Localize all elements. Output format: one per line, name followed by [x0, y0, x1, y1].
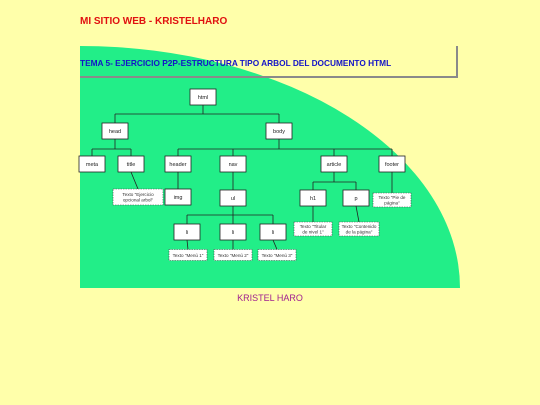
tree-text-box — [372, 192, 412, 208]
tree-text-li3-text: Texto "Menú 3" — [257, 249, 297, 261]
tree-node-li1: li — [173, 223, 201, 241]
text-edge — [130, 171, 139, 190]
tree-text-box — [257, 249, 297, 261]
tree-text-line: Texto "Pie de — [379, 195, 406, 200]
tree-text-box — [338, 221, 380, 237]
tree-node-label: li — [232, 230, 234, 236]
text-edge — [186, 239, 189, 250]
tree-node-box — [378, 155, 406, 173]
tree-node-box — [219, 155, 247, 173]
tree-node-footer: footer — [378, 155, 406, 173]
tree-node-head: head — [101, 122, 129, 140]
tree-node-box — [299, 189, 327, 207]
tree-text-box — [293, 221, 333, 237]
tree-node-label: nav — [229, 162, 238, 168]
tree-node-box — [219, 223, 247, 241]
tree-edges — [91, 105, 393, 250]
tree-text-line: de nivel 1" — [302, 229, 324, 234]
tree-text-line: Texto "Menú 2" — [218, 253, 249, 258]
tree-text-li1-text: Texto "Menú 1" — [168, 249, 208, 261]
tree-node-html: html — [189, 88, 217, 106]
tree-node-p: p — [342, 189, 370, 207]
author-name: KRISTEL HARO — [237, 293, 303, 303]
tree-node-box — [342, 189, 370, 207]
tree-text-li2-text: Texto "Menú 2" — [213, 249, 253, 261]
tree-node-label: html — [198, 95, 208, 101]
tree-node-box — [320, 155, 348, 173]
tree-node-label: footer — [385, 162, 399, 168]
tree-text-line: Texto "Ejercicio — [122, 192, 154, 197]
tree-node-ul: ul — [219, 189, 247, 207]
tree-node-meta: meta — [78, 155, 106, 173]
tree-node-box — [173, 223, 201, 241]
tree-node-body: body — [265, 122, 293, 140]
tree-node-label: ul — [231, 196, 235, 202]
text-edge — [272, 239, 278, 250]
tree-node-article: article — [320, 155, 348, 173]
tree-text-line: Texto "Titular — [300, 224, 327, 229]
tree-node-label: header — [169, 162, 186, 168]
tree-node-box — [101, 122, 129, 140]
tree-node-nav: nav — [219, 155, 247, 173]
tree-node-label: li — [272, 230, 274, 236]
tree-node-box — [117, 155, 145, 173]
tree-node-box — [259, 223, 287, 241]
tree-node-box — [219, 189, 247, 207]
tree-node-box — [164, 155, 192, 173]
tree-nodes: html head body meta title header nav article foo… — [78, 88, 412, 261]
tree-node-label: meta — [86, 162, 99, 168]
tree-node-label: head — [109, 129, 121, 135]
tree-text-line: Texto "Contenido — [342, 224, 377, 229]
tree-node-img: img — [164, 188, 192, 206]
text-edge — [355, 205, 360, 223]
tree-text-line: Texto "Menú 1" — [173, 253, 204, 258]
tree-node-label: li — [186, 230, 188, 236]
tree-node-box — [164, 188, 192, 206]
tree-node-header: header — [164, 155, 192, 173]
tree-node-li2: li — [219, 223, 247, 241]
tree-node-title: title — [117, 155, 145, 173]
tree-node-label: title — [127, 162, 136, 168]
tree-text-box — [213, 249, 253, 261]
site-title: MI SITIO WEB - KRISTELHARO — [80, 16, 228, 27]
tree-node-label: p — [354, 196, 357, 202]
tree-node-label: body — [273, 129, 285, 135]
tree-text-line: opcional arbol" — [123, 197, 154, 202]
tree-node-label: img — [174, 195, 183, 201]
tree-node-h1: h1 — [299, 189, 327, 207]
tree-text-box — [168, 249, 208, 261]
tree-text-box — [112, 188, 164, 206]
tree-node-label: h1 — [310, 196, 316, 202]
tree-node-li3: li — [259, 223, 287, 241]
tree-node-box — [78, 155, 106, 173]
tree-text-line: página" — [384, 200, 400, 205]
tree-text-line: Texto "Menú 3" — [262, 253, 293, 258]
topic-header-bar — [80, 46, 458, 78]
tree-node-box — [189, 88, 217, 106]
tree-text-line: de la página" — [346, 229, 373, 234]
tree-node-label: article — [327, 162, 342, 168]
topic-title: TEMA 5- EJERCICIO P2P-ESTRUCTURA TIPO AR… — [80, 58, 392, 68]
tree-node-box — [265, 122, 293, 140]
